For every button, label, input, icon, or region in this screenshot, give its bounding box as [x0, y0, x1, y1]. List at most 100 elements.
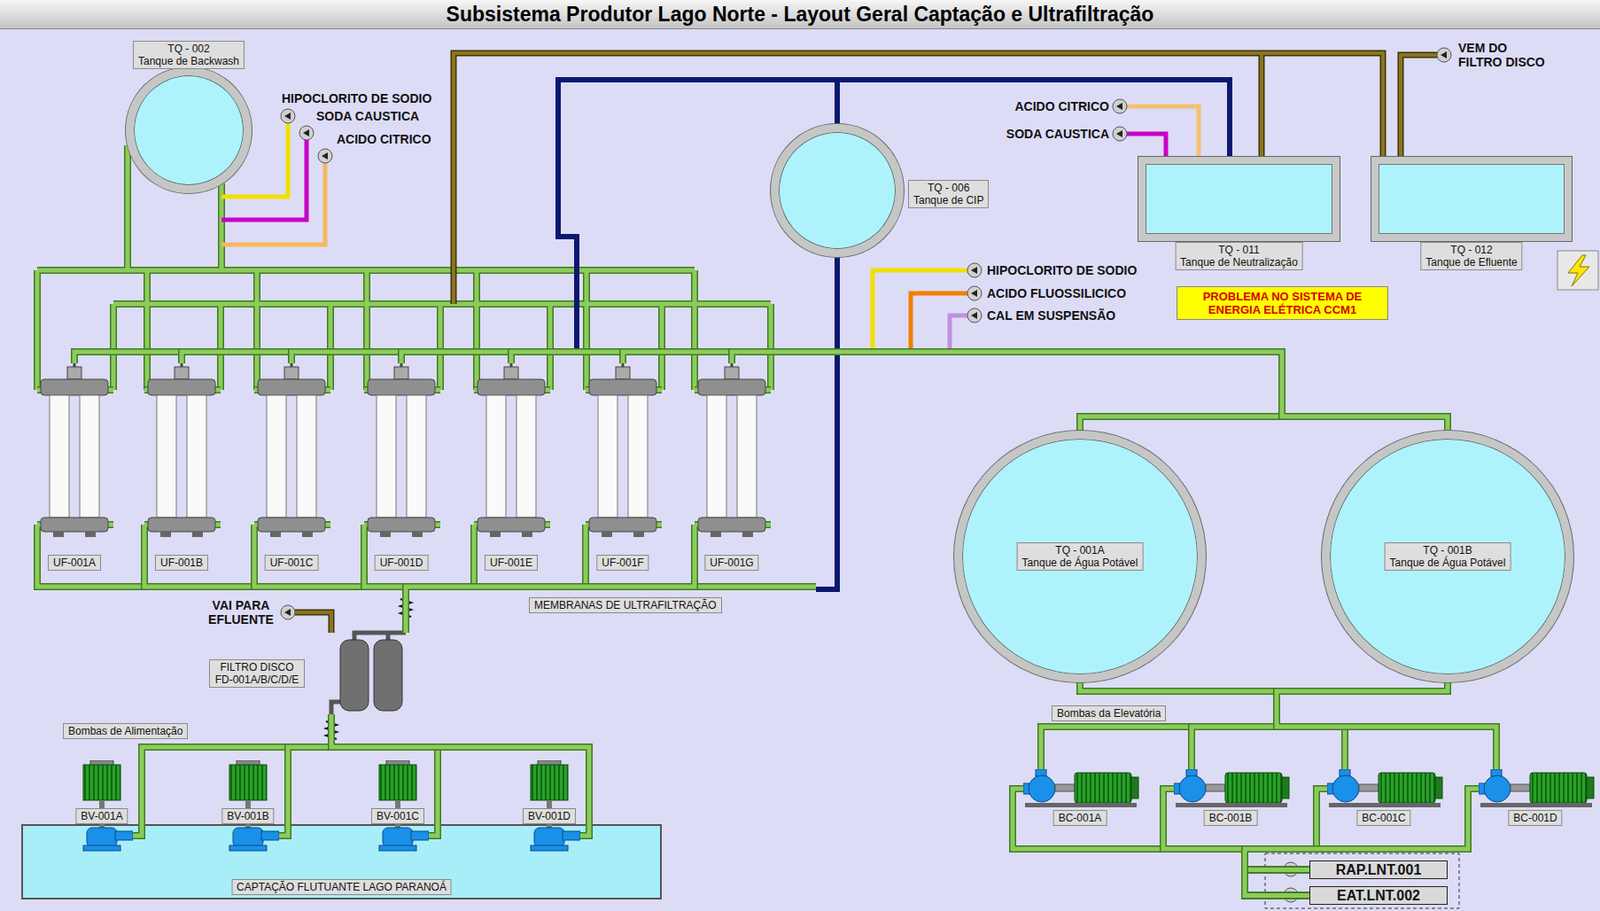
label-tag: FILTRO DISCO FD-001A/B/C/D/E — [209, 659, 305, 688]
pipe-stroke — [401, 351, 1282, 431]
pipe-stroke — [74, 351, 1448, 431]
pipe-connector — [731, 351, 1282, 431]
pipe-stroke — [1244, 788, 1479, 870]
pipe-stroke — [1244, 788, 1479, 896]
pipe-stroke — [37, 572, 406, 633]
pipe-stroke — [291, 351, 1448, 431]
node-title: BC-001C — [1361, 811, 1406, 824]
pipe-stroke — [181, 351, 1448, 431]
node-title: BV-001C — [376, 809, 420, 823]
label-tag: BC-001A — [1053, 809, 1108, 826]
pipe-stroke — [144, 572, 406, 633]
group-tag: Bombas de Alimentação — [62, 722, 188, 739]
pipe-connector — [331, 714, 438, 836]
horizontal-pump: BC-001D — [1478, 768, 1596, 830]
pipe-connector — [74, 351, 1448, 431]
pipe-stroke — [1012, 788, 1310, 896]
label-tag: BC-001C — [1356, 809, 1411, 826]
pipe-connector — [731, 351, 1448, 431]
node-title: TQ - 001A — [1022, 543, 1139, 557]
horizontal-pump: BC-001C — [1327, 768, 1445, 830]
node-title: BC-001B — [1209, 811, 1253, 824]
pipe-stroke — [1276, 682, 1497, 769]
label-tag: CAPTAÇÃO FLUTUANTE LAGO PARANOÁ — [231, 878, 452, 895]
pipe-stroke — [1244, 788, 1328, 896]
node-title: EAT.LNT.002 — [1310, 886, 1447, 904]
node-title: BC-001D — [1513, 811, 1557, 824]
label-tag: BV-001B — [221, 807, 274, 824]
pipe-stroke — [291, 351, 1282, 431]
pipe-stroke — [401, 351, 1282, 431]
pipe-stroke — [622, 351, 1282, 431]
membrane-module: UF-001G — [687, 363, 777, 573]
node-title: UF-001G — [709, 556, 754, 569]
node-title: BV-001B — [226, 809, 269, 823]
pipe-stroke — [731, 351, 1282, 431]
chemical-label: VEM DO FILTRO DISCO — [1458, 40, 1551, 70]
vertical-pump: BV-001D — [518, 760, 581, 856]
tank-circle: TQ - 001BTanque de Água Potável — [1321, 430, 1574, 683]
label-tag: BC-001B — [1203, 809, 1259, 826]
pipe-connector — [144, 572, 406, 633]
node-title: UF-001F — [601, 556, 644, 569]
pipe-stroke — [731, 351, 1282, 431]
pipe-stroke — [279, 714, 332, 836]
pipe-stroke — [1012, 788, 1310, 896]
pipe-stroke — [364, 572, 406, 633]
pipe-connector — [401, 351, 1282, 431]
tank-circle: TQ - 002Tanque de Backwash — [125, 67, 252, 194]
pipe-connector — [401, 351, 1448, 431]
node-subtitle: Tanque de Backwash — [138, 54, 240, 68]
node-title: UF-001B — [160, 556, 203, 569]
title-text: Subsistema Produtor Lago Norte - Layout … — [446, 2, 1155, 26]
tank-circle: TQ - 001ATanque de Água Potável — [954, 430, 1206, 683]
pipe-stroke — [291, 351, 1448, 431]
pipe-connector — [291, 351, 1448, 431]
pipe-stroke — [731, 351, 1448, 431]
pipe-stroke — [511, 351, 1448, 431]
pipe-stroke — [405, 572, 474, 633]
pipe-connector — [279, 714, 332, 836]
membrane-module: UF-001B — [137, 363, 226, 573]
pipe-connector — [1244, 788, 1479, 896]
chemical-label: VAI PARA EFLUENTE — [203, 598, 279, 627]
pipe-stroke — [331, 714, 590, 836]
vertical-pump: BV-001B — [217, 760, 280, 856]
pipe-connector — [331, 714, 590, 836]
pipe-stroke — [254, 572, 406, 633]
pipe-connector — [1276, 682, 1497, 769]
node-title: TQ - 002 — [138, 42, 240, 55]
node-title: PROBLEMA NO SISTEMA DE ENERGIA ELÉTRICA … — [1182, 289, 1383, 317]
group-tag: Bombas da Elevatória — [1051, 705, 1166, 722]
pipe-stroke — [1244, 788, 1479, 896]
vertical-pump: BV-001C — [366, 760, 429, 856]
node-subtitle: Tanque de Água Potável — [1390, 556, 1507, 569]
membrane-module: UF-001F — [578, 363, 668, 573]
node-title: RAP.LNT.001 — [1310, 861, 1447, 878]
pipe-stroke — [1244, 788, 1479, 870]
pipe-stroke — [181, 351, 1282, 431]
pipe-stroke — [254, 572, 406, 633]
node-title: UF-001E — [489, 556, 533, 569]
tank-circle: TQ - 006Tanque de CIP — [770, 124, 904, 257]
node-subtitle: Tanque de Neutralização — [1180, 256, 1298, 269]
chemical-label: ACIDO CITRICO — [336, 132, 432, 147]
pipe-connector — [405, 572, 474, 633]
label-tag: BV-001D — [522, 807, 576, 824]
label-tag: UF-001C — [264, 554, 319, 571]
pipe-stroke — [291, 351, 1282, 431]
pipe-stroke — [1163, 788, 1310, 870]
pipe-stroke — [74, 351, 1282, 431]
label-tag: TQ - 001ATanque de Água Potável — [1017, 542, 1144, 571]
pipe-stroke — [1163, 788, 1310, 896]
membrane-module: UF-001A — [30, 363, 119, 573]
pipe-connector — [364, 572, 406, 633]
pipe-connector — [37, 572, 406, 633]
title-bar: Subsistema Produtor Lago Norte - Layout … — [0, 0, 1600, 30]
pipe-connector — [1163, 788, 1310, 896]
pipe-connector — [511, 351, 1282, 431]
label-tag: UF-001F — [596, 554, 649, 571]
membrane-module: UF-001E — [466, 363, 556, 573]
node-subtitle: Tanque de CIP — [913, 194, 984, 207]
chemical-label: HIPOCLORITO DE SODIO — [986, 263, 1137, 278]
